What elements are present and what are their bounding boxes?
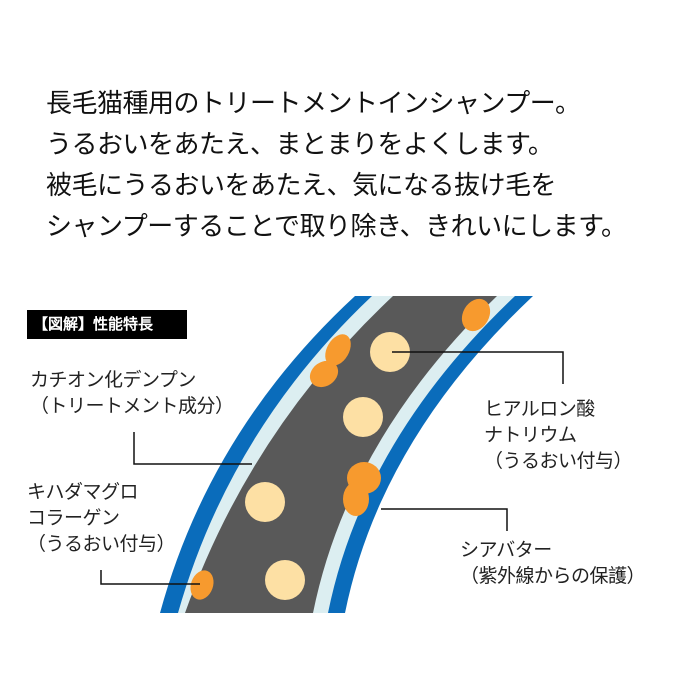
orange-particle — [190, 570, 214, 600]
label-collagen: キハダマグロ コラーゲン （うるおい付与） — [27, 479, 176, 557]
label-collagen-name-2: コラーゲン — [27, 507, 120, 529]
cream-particle — [370, 332, 410, 372]
intro-line-3: 被毛にうるおいをあたえ、気になる抜け毛を — [46, 171, 557, 201]
leader-line-hyaluronic — [392, 351, 564, 384]
label-cationic-starch: カチオン化デンプン （トリートメント成分） — [30, 367, 234, 419]
label-cationic-starch-desc: （トリートメント成分） — [30, 395, 234, 417]
intro-line-4: シャンプーすることで取り除き、きれいにします。 — [46, 212, 627, 242]
cream-particle — [245, 482, 285, 522]
label-hyaluronic-name-1: ヒアルロン酸 — [484, 398, 595, 420]
intro-text: 長毛猫種用のトリートメントインシャンプー。 うるおいをあたえ、まとまりをよくしま… — [46, 84, 627, 248]
label-cationic-starch-name: カチオン化デンプン — [30, 369, 196, 391]
cream-particle — [265, 560, 305, 600]
label-shea-name: シアバター — [460, 539, 552, 561]
label-hyaluronic-desc: （うるおい付与） — [484, 450, 633, 472]
cream-particle — [343, 397, 383, 437]
intro-line-2: うるおいをあたえ、まとまりをよくします。 — [46, 130, 554, 160]
label-collagen-desc: （うるおい付与） — [27, 533, 176, 555]
label-shea: シアバター （紫外線からの保護） — [460, 537, 646, 589]
label-shea-desc: （紫外線からの保護） — [460, 565, 646, 587]
hair-core — [185, 296, 497, 613]
orange-particle — [343, 482, 369, 516]
diagram-title-badge: 【図解】性能特長 — [27, 310, 187, 339]
hair-strand — [160, 296, 533, 613]
label-collagen-name-1: キハダマグロ — [27, 481, 139, 503]
orange-particle — [325, 334, 351, 366]
orange-particle — [461, 298, 491, 332]
orange-particle — [309, 360, 339, 388]
label-hyaluronic-name-2: ナトリウム — [484, 424, 577, 446]
leader-line-collagen — [100, 570, 200, 585]
intro-line-1: 長毛猫種用のトリートメントインシャンプー。 — [46, 89, 581, 119]
leader-line-cationic-starch — [133, 432, 252, 465]
leader-line-shea — [381, 508, 508, 531]
label-hyaluronic: ヒアルロン酸 ナトリウム （うるおい付与） — [484, 396, 633, 474]
